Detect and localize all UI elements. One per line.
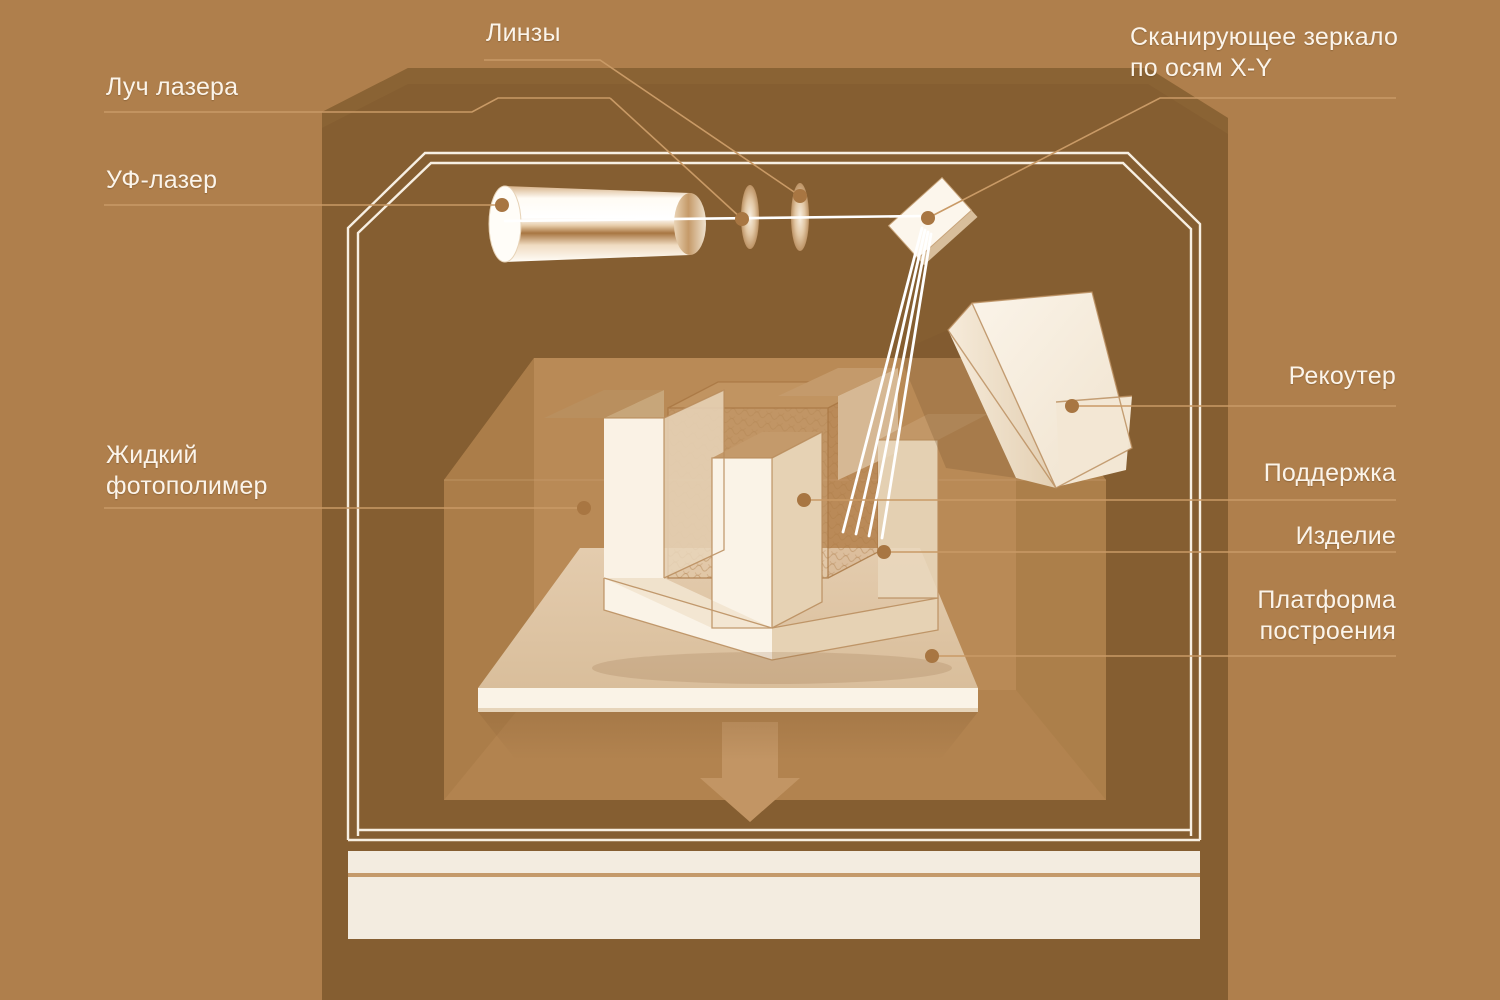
leader-mirror <box>927 97 1396 219</box>
laser-beam-rays-icon <box>503 214 933 540</box>
label-part: Изделие <box>1295 522 1396 550</box>
laser-tube-icon <box>488 185 706 263</box>
machine-inner-frame <box>346 151 1202 842</box>
label-lenses: Линзы <box>486 19 561 47</box>
printed-part-icon <box>544 368 988 684</box>
label-recoater: Рекоутер <box>1288 362 1396 390</box>
label-uv-laser: УФ-лазер <box>106 166 218 194</box>
label-build-platform: Платформа построения <box>1257 586 1396 645</box>
recoater-blade-icon <box>898 291 1133 489</box>
label-support: Поддержка <box>1263 459 1396 487</box>
leader-lenses <box>484 59 801 197</box>
leader-lines <box>104 59 1396 657</box>
leader-laser-beam <box>104 97 610 113</box>
label-scanning-mirror: Сканирующее зеркало по осям X-Y <box>1130 23 1399 82</box>
leader-dots <box>495 189 1079 663</box>
machine-base <box>348 851 1200 939</box>
label-liquid-photopolymer: Жидкий фотополимер <box>106 441 268 500</box>
label-laser-beam: Луч лазера <box>106 73 239 101</box>
leader-laser-beam-2 <box>609 97 743 220</box>
